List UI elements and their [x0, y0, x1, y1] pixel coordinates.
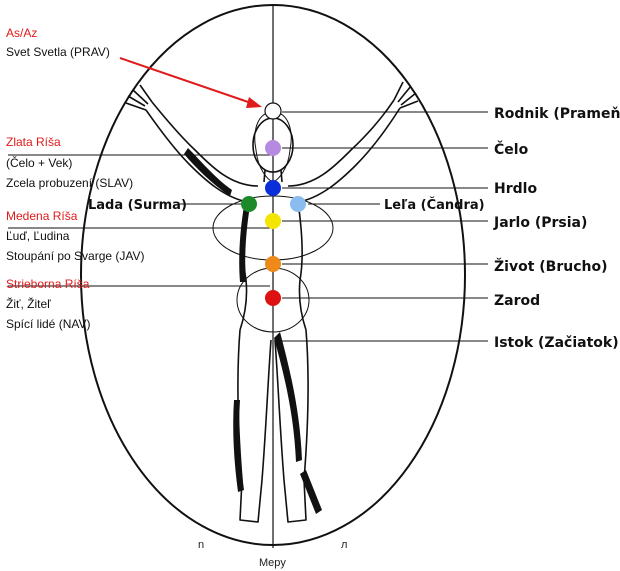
- realm-line: Svet Svetla (PRAV): [6, 45, 110, 59]
- realm-title: Strieborna Ríša: [6, 277, 90, 291]
- realm-line: Ľuď, Ľudina: [6, 229, 70, 243]
- prav-arrow: [119, 57, 262, 108]
- bottom-left-mark: n: [198, 539, 204, 551]
- chakra-label-istok: Istok (Začiatok): [494, 335, 619, 351]
- chakra-circle-jarlo: [265, 213, 281, 229]
- chakra-circle-hrdlo: [265, 180, 281, 196]
- chakra-circle-zivot: [265, 256, 281, 272]
- chakra-circle-lela: [290, 196, 306, 212]
- realm-title: Medena Ríša: [6, 209, 78, 223]
- figure-shading: [184, 148, 322, 514]
- realm-line: (Čelo + Vek): [6, 155, 72, 170]
- realm-strieborna: Strieborna Ríša Žiť, Žiteľ Spící lidé (N…: [6, 277, 90, 331]
- realm-leader-lines: [8, 154, 380, 287]
- realm-line: Zcela probuzení (SLAV): [6, 176, 133, 190]
- chakra-label-hrdlo: Hrdlo: [494, 181, 537, 197]
- chakra-label-zivot: Život (Brucho): [494, 258, 607, 275]
- chakra-label-zarod: Zarod: [494, 293, 540, 309]
- side-chakra-label-right: Leľa (Čandra): [384, 197, 485, 213]
- realm-as-az: As/Az Svet Svetla (PRAV): [6, 26, 110, 59]
- bottom-right-mark: л: [341, 539, 347, 551]
- chakra-circle-lada: [241, 196, 257, 212]
- chakra-circle-celo: [265, 140, 281, 156]
- chakra-leader-lines: [282, 111, 488, 342]
- chakra-label-rodnik: Rodnik (Prameň): [494, 106, 620, 122]
- bottom-center-label: Mepy: [259, 557, 286, 569]
- chakra-circle-rodnik: [264, 102, 282, 120]
- chakra-label-celo: Čelo: [494, 140, 529, 158]
- realm-zlata: Zlata Ríša (Čelo + Vek) Zcela probuzení …: [6, 135, 133, 190]
- realm-medena: Medena Ríša Ľuď, Ľudina Stoupání po Svar…: [6, 209, 145, 263]
- chakra-label-jarlo: Jarlo (Prsia): [493, 215, 587, 231]
- chakra-circle-zarod: [265, 290, 281, 306]
- realm-title: Zlata Ríša: [6, 135, 61, 149]
- realm-title: As/Az: [6, 26, 37, 40]
- realm-line: Žiť, Žiteľ: [6, 296, 51, 311]
- realm-line: Spící lidé (NAV): [6, 317, 90, 331]
- side-chakra-label-left: Lada (Surma): [88, 198, 187, 213]
- realm-line: Stoupání po Svarge (JAV): [6, 249, 145, 263]
